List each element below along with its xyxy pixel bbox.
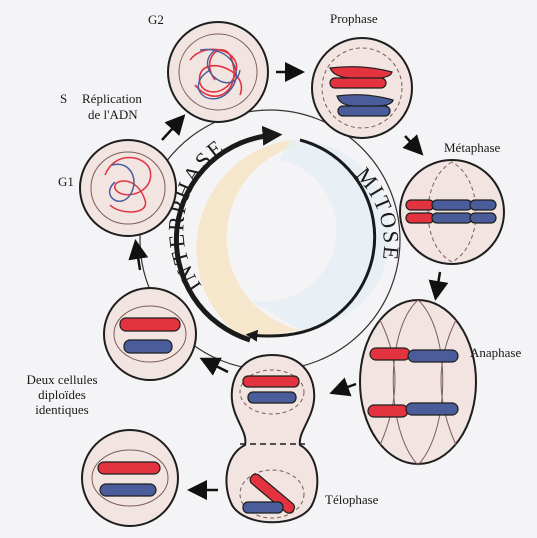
- cell-daughter-top: [104, 288, 196, 380]
- arrow-metaphase-to-anaphase: [436, 272, 440, 296]
- label-s: S: [60, 91, 67, 106]
- arrow-anaphase-to-telophase: [334, 384, 356, 392]
- label-deux-cellules-line1: Deux cellules: [18, 372, 106, 387]
- cell-telophase: [226, 355, 317, 522]
- cell-metaphase: [400, 160, 504, 264]
- label-deux-cellules: Deux cellules diploïdes identiques: [18, 372, 106, 417]
- arrow-g1-to-g2: [162, 118, 182, 140]
- label-g1: G1: [58, 174, 74, 189]
- arrow-daughter-to-g1: [136, 244, 140, 270]
- cell-daughter-bottom: [82, 430, 178, 526]
- label-anaphase: Anaphase: [470, 345, 521, 360]
- label-replication: Réplication: [82, 91, 142, 106]
- cell-anaphase: [360, 300, 476, 465]
- label-telophase: Télophase: [325, 492, 378, 507]
- label-adn: de l'ADN: [88, 107, 138, 122]
- cell-prophase: [312, 38, 412, 138]
- label-metaphase: Métaphase: [444, 140, 500, 155]
- label-deux-cellules-line2: diploïdes: [18, 387, 106, 402]
- arrow-prophase-to-metaphase: [405, 136, 420, 152]
- cell-g1: [80, 140, 176, 236]
- cell-g2: [168, 22, 268, 122]
- label-g2: G2: [148, 12, 164, 27]
- label-deux-cellules-line3: identiques: [18, 402, 106, 417]
- label-prophase: Prophase: [330, 11, 378, 26]
